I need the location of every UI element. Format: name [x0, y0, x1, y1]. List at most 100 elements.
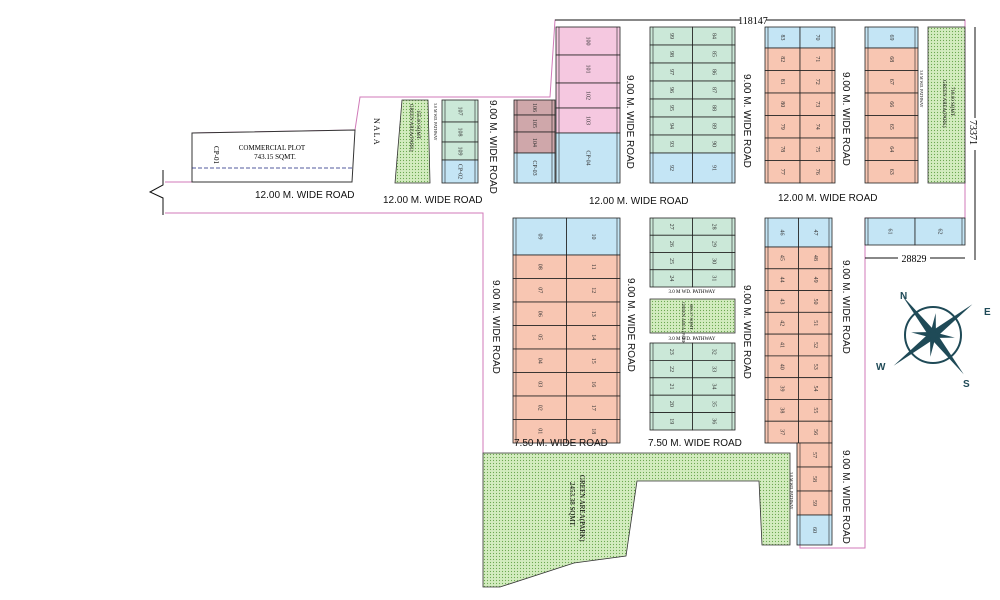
road-label: 9.00 M. WIDE ROAD [487, 100, 498, 194]
plot-number: 08 [536, 264, 542, 270]
plot[interactable] [512, 217, 567, 256]
plot-number: 56 [812, 429, 818, 435]
top-right-park-name: GREEN AREA(PARK) [941, 80, 946, 128]
dimension-right: 73371 [967, 120, 978, 145]
plot-number: 83 [779, 35, 785, 41]
green-park-middle[interactable] [649, 298, 736, 334]
plot-number: 05 [536, 334, 542, 340]
plot[interactable] [513, 152, 556, 184]
large-park-area: 2453.38 SQMT. [568, 482, 576, 527]
plot[interactable] [566, 217, 621, 256]
road-label: 12.00 M. WIDE ROAD [383, 195, 482, 206]
plot[interactable] [796, 466, 833, 492]
plot[interactable] [441, 159, 479, 184]
plot-number: 09 [536, 234, 542, 240]
plot-number: 72 [814, 79, 820, 85]
plot-number: 59 [811, 500, 817, 506]
plot-number: 54 [812, 386, 818, 392]
plot-number: CP-04 [585, 150, 591, 165]
plot-number: 44 [778, 277, 784, 283]
plot-number: 55 [812, 407, 818, 413]
plot[interactable] [692, 152, 736, 184]
plot-number: 76 [814, 169, 820, 175]
plot-number: 24 [668, 275, 674, 281]
plot[interactable] [864, 160, 919, 184]
commercial-plot-name: COMMERCIAL PLOT [239, 144, 306, 152]
small-park-area: 155.00 SQMT. [415, 110, 420, 140]
road-label: 9.00 M. WIDE ROAD [741, 74, 752, 168]
road-label: 12.00 M. WIDE ROAD [778, 193, 877, 204]
compass-east: E [984, 307, 991, 318]
plot-number: 50 [812, 298, 818, 304]
plot[interactable] [796, 514, 833, 546]
break-line [148, 170, 164, 215]
plot-number: 27 [668, 224, 674, 230]
plot-number: 75 [814, 146, 820, 152]
pathway-label: 3.0 M WD. PATHWAY [669, 290, 716, 295]
plot[interactable] [864, 217, 916, 246]
plot-number: 91 [710, 165, 716, 171]
plot[interactable] [555, 54, 621, 84]
plot-number: 99 [668, 33, 674, 39]
plot-number: 88 [710, 105, 716, 111]
plot[interactable] [566, 419, 621, 444]
plot-number: 85 [710, 51, 716, 57]
green-park-large[interactable] [482, 452, 791, 588]
plot-number: 92 [668, 165, 674, 171]
plot-number: 31 [710, 275, 716, 281]
plot[interactable] [555, 107, 621, 134]
plot[interactable] [914, 217, 966, 246]
plot-number: 71 [814, 56, 820, 62]
plot[interactable] [555, 82, 621, 109]
plot-number: 37 [778, 429, 784, 435]
plot-number: 16 [590, 381, 596, 387]
plot-number: 95 [668, 105, 674, 111]
pathway-label: 3.0 M WD. PATHWAY [789, 472, 794, 510]
plot-number: 68 [888, 56, 894, 62]
plot-number: 109 [457, 147, 463, 156]
nala-label: N A L A [372, 118, 381, 145]
green-park-top-right[interactable] [927, 26, 966, 184]
road-label: 12.00 M. WIDE ROAD [589, 196, 688, 207]
plot[interactable] [796, 442, 833, 468]
plot-number: 45 [778, 255, 784, 261]
road-label: 7.50 M. WIDE ROAD [514, 438, 608, 449]
plot-number: 11 [590, 264, 596, 270]
plot-number: 07 [536, 287, 542, 293]
plot-number: 70 [814, 35, 820, 41]
plot-number: 30 [710, 258, 716, 264]
green-park-small[interactable] [394, 99, 431, 184]
plot[interactable] [692, 269, 736, 288]
large-park-name: GREEN AREA(PARK) [578, 475, 586, 542]
plot[interactable] [764, 217, 799, 248]
plot-number: 101 [585, 65, 591, 74]
plot-number: 14 [590, 334, 596, 340]
plot-number: 36 [710, 418, 716, 424]
plot-number: 97 [668, 69, 674, 75]
plot-number: 28 [710, 224, 716, 230]
plot-number: 52 [812, 342, 818, 348]
plot-number: 38 [778, 407, 784, 413]
plot[interactable] [555, 132, 621, 184]
plot-number: 12 [590, 287, 596, 293]
plot-number: 94 [668, 123, 674, 129]
road-label: 9.00 M. WIDE ROAD [624, 75, 635, 169]
plot-number: CP-02 [457, 164, 463, 179]
plot-number: 103 [585, 116, 591, 125]
commercial-plot[interactable] [191, 129, 356, 183]
pathway-label: 3.0 M WD. PATHWAY [669, 337, 716, 342]
plot-number: 39 [778, 386, 784, 392]
plot-number: 23 [668, 349, 674, 355]
plot[interactable] [692, 412, 736, 431]
plot[interactable] [796, 490, 833, 516]
plot[interactable] [799, 160, 836, 184]
plot-number: 40 [778, 364, 784, 370]
plot-number: 87 [710, 87, 716, 93]
